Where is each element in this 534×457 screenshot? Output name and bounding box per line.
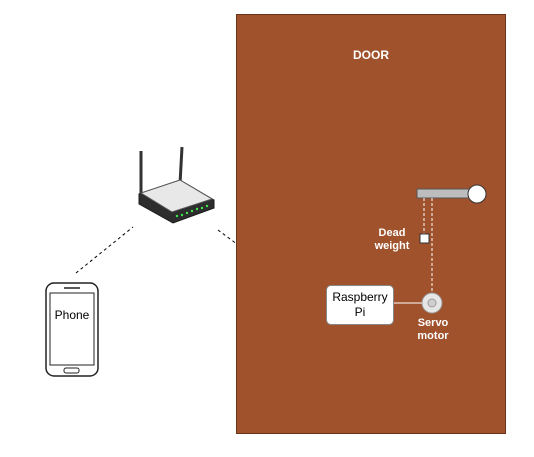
phone-label: Phone <box>54 308 90 322</box>
door-label: DOOR <box>353 48 389 62</box>
phone-router-link <box>75 226 134 274</box>
door: DOOR <box>236 14 506 434</box>
raspberry-pi-box: Raspberry Pi <box>326 285 394 325</box>
dead-weight-label: Dead weight <box>374 227 410 252</box>
servo-motor-label: Servo motor <box>417 317 449 342</box>
raspberry-pi-label: Raspberry Pi <box>332 290 388 319</box>
